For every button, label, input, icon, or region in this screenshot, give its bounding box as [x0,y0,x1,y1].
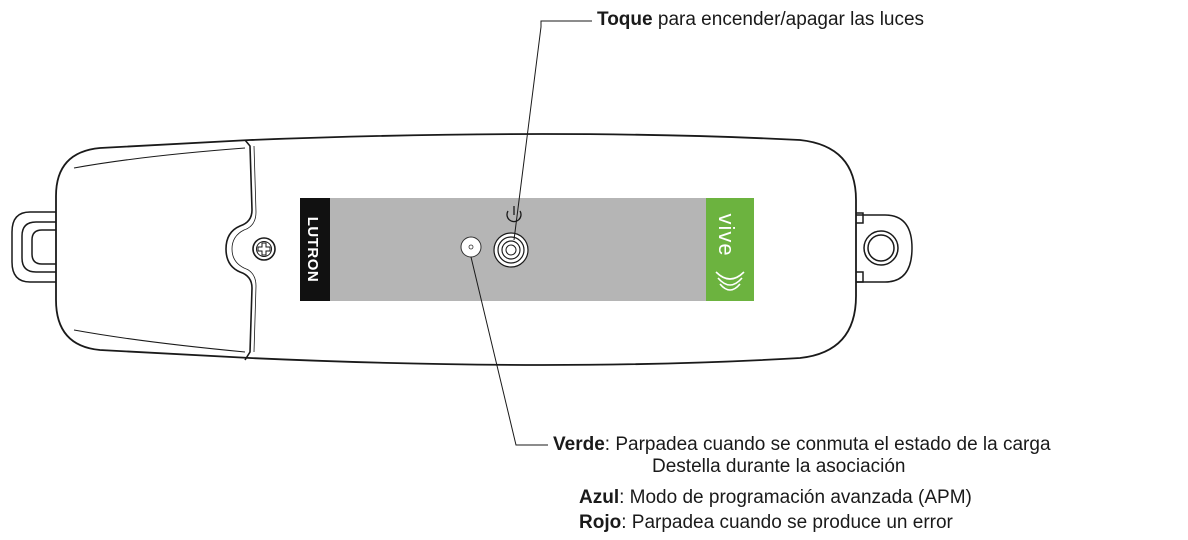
led-green-name: Verde [553,434,605,455]
led-blue-text: : Modo de programación avanzada (APM) [619,487,972,508]
brand-logo: LUTRON [304,217,321,283]
brand-block [300,198,330,301]
vive-block [706,198,754,301]
led-callout-blue: Azul: Modo de programación avanzada (APM… [579,487,972,509]
led-blue-name: Azul [579,487,620,508]
led-red-name: Rojo [579,512,622,533]
toggle-button-icon[interactable] [493,232,529,268]
right-mounting-tab [852,212,913,283]
led-callout-green-2: Destella durante la asociación [652,456,906,478]
body-contour-bottom [73,329,246,353]
led-callout-red: Rojo: Parpadea cuando se produce un erro… [579,512,953,534]
top-callout-text: para encender/apagar las luces [652,9,925,30]
led-green-text: : Parpadea cuando se conmuta el estado d… [604,434,1051,455]
top-callout-strong: Toque [597,9,653,30]
top-callout: Toque para encender/apagar las luces [597,9,924,31]
led-leader-line [470,256,548,446]
cover-seam [225,139,253,361]
left-mounting-tab [11,211,56,283]
screw-icon [252,237,276,261]
led-green-text-2: Destella durante la asociación [652,456,906,477]
top-leader-line [513,20,592,241]
led-callout-green: Verde: Parpadea cuando se conmuta el est… [553,434,1051,456]
led-indicator [460,236,482,258]
vive-logo: vive [714,213,739,256]
body-contour-top [73,147,246,169]
wireless-icon [715,271,745,291]
power-icon [506,206,522,223]
led-red-text: : Parpadea cuando se produce un error [621,512,953,533]
cover-seam-inner [231,145,257,353]
